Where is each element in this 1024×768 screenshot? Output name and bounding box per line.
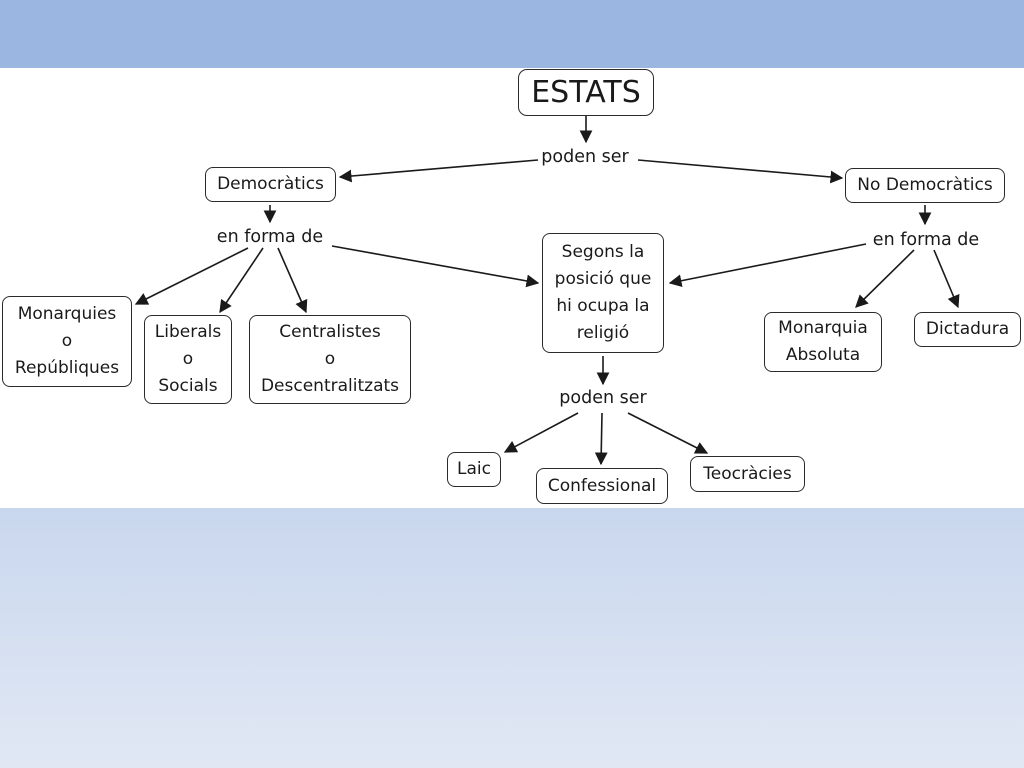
- node-dictadura: Dictadura: [914, 312, 1021, 347]
- label-poden-ser-top: poden ser: [541, 147, 629, 167]
- arrow-poden-ser-to-teocracies: [627, 412, 709, 454]
- diagram-canvas: [0, 68, 1024, 508]
- arrow-poden-ser-to-no-democratics: [637, 159, 844, 184]
- node-monarquies-o-republiques: Monarquies o Repúbliques: [2, 296, 132, 387]
- node-democratics: Democràtics: [205, 167, 336, 202]
- label-en-forma-de-right: en forma de: [872, 230, 980, 250]
- node-liberals-o-socials: Liberals o Socials: [144, 315, 232, 404]
- top-band: [0, 0, 1024, 68]
- label-poden-ser-bottom: poden ser: [559, 388, 647, 408]
- arrow-en-forma-de-to-liberals: [219, 247, 264, 314]
- arrow-en-forma-de-right-to-religio: [668, 243, 867, 288]
- node-centralistes-o-descentralitzats: Centralistes o Descentralitzats: [249, 315, 411, 404]
- node-monarquia-absoluta: Monarquia Absoluta: [764, 312, 882, 372]
- arrow-en-forma-de-to-monarquia-absoluta: [855, 249, 915, 308]
- bottom-band: [0, 508, 1024, 768]
- node-no-democratics: No Democràtics: [845, 168, 1005, 203]
- arrow-en-forma-de-to-centralistes: [277, 247, 308, 314]
- node-estats: ESTATS: [518, 69, 654, 116]
- label-en-forma-de-left: en forma de: [216, 227, 324, 247]
- node-confessional: Confessional: [536, 468, 668, 504]
- node-segons-la-posicio-religio: Segons la posició que hi ocupa la religi…: [542, 233, 664, 353]
- node-laic: Laic: [447, 452, 501, 487]
- arrow-poden-ser-to-laic: [503, 412, 579, 453]
- arrow-en-forma-de-left-to-religio: [331, 245, 540, 288]
- node-teocracies: Teocràcies: [690, 456, 805, 492]
- arrow-poden-ser-to-confessional: [594, 412, 608, 466]
- arrow-en-forma-de-to-dictadura: [933, 249, 960, 309]
- arrow-poden-ser-to-democratics: [338, 159, 539, 183]
- arrow-en-forma-de-to-monarquies: [134, 247, 249, 305]
